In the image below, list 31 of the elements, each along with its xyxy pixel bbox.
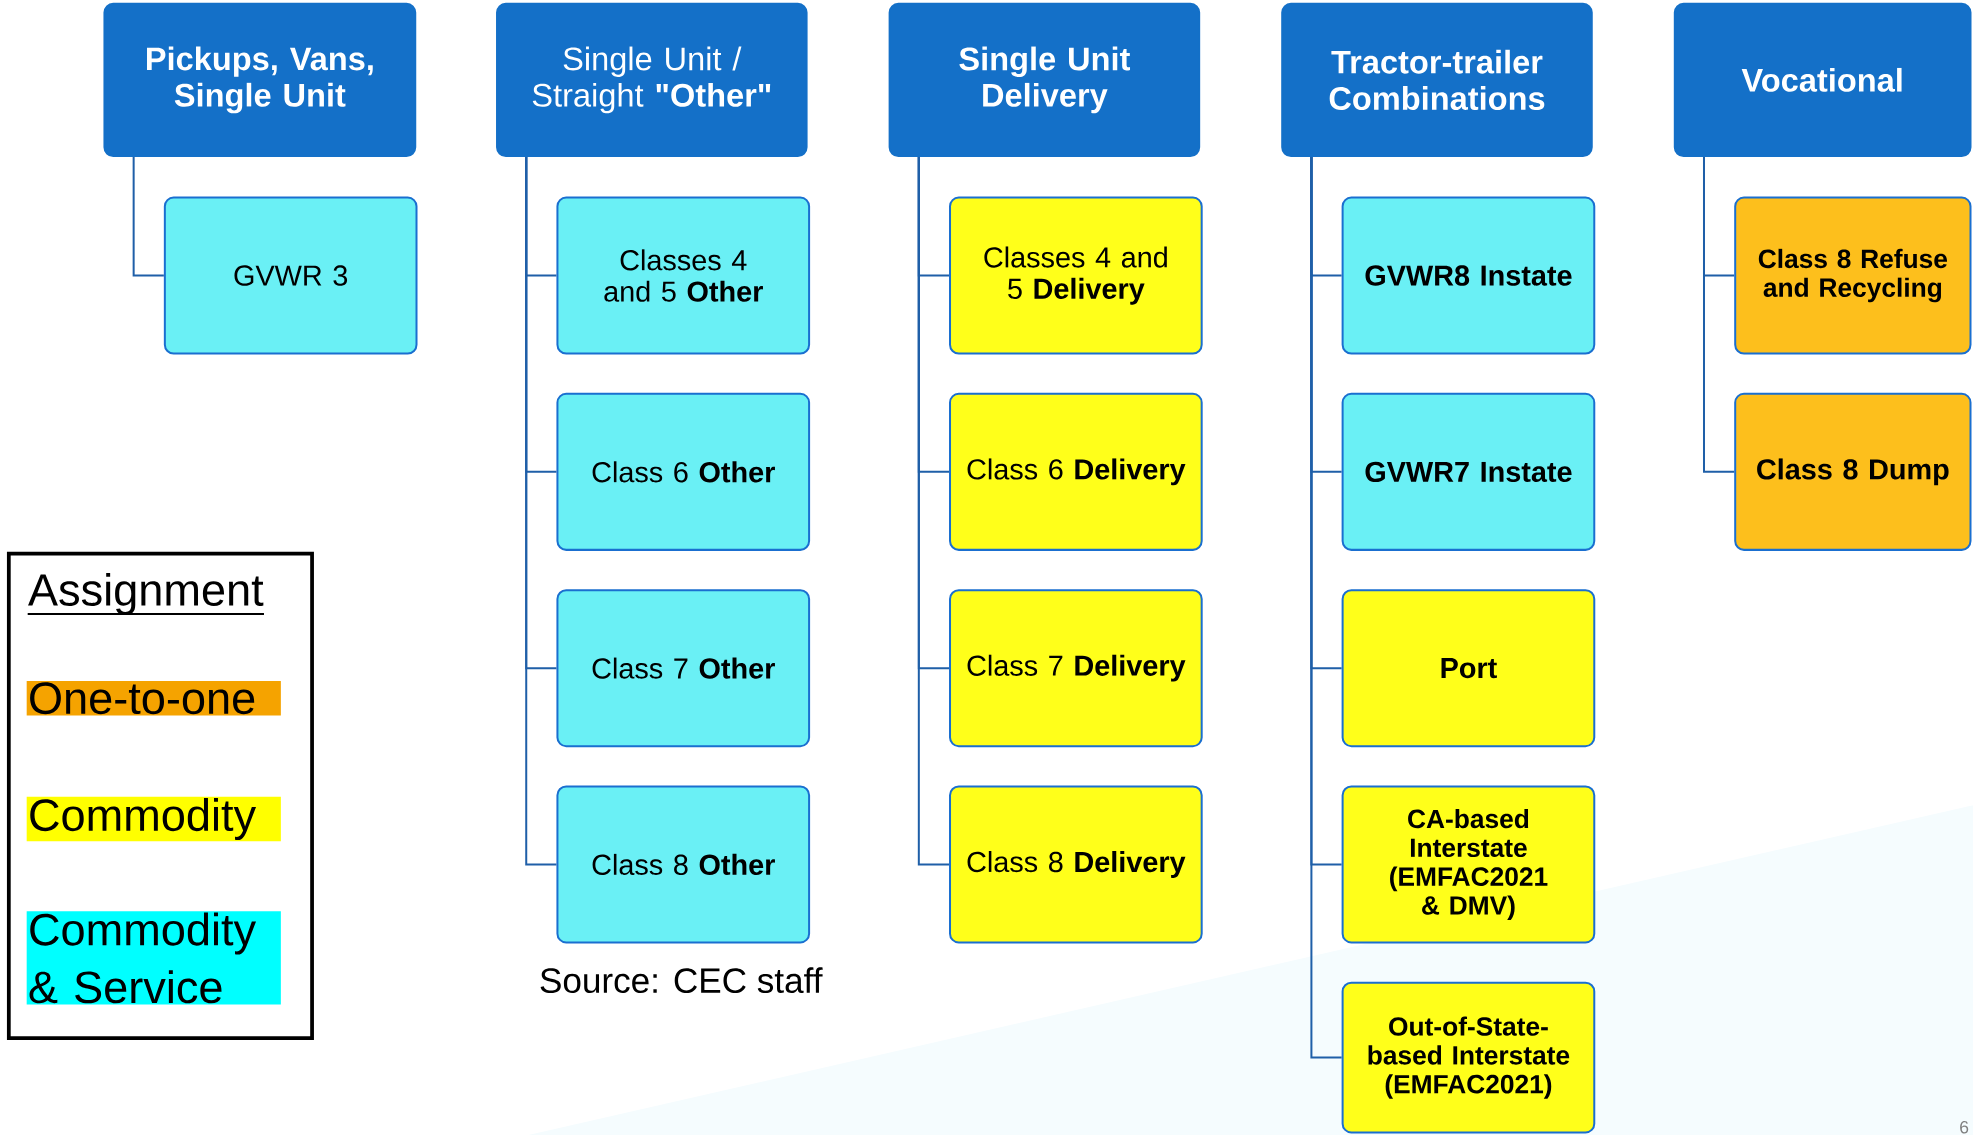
category-box: Class 6 Delivery bbox=[949, 392, 1203, 551]
category-box: Classes 4 and 5 Other bbox=[556, 196, 811, 355]
category-box: GVWR8 Instate bbox=[1341, 196, 1596, 355]
category-box: Class 8 Other bbox=[556, 785, 811, 944]
legend-title: Assignment bbox=[26, 572, 265, 615]
legend-entry: Commodity bbox=[26, 796, 281, 842]
category-box: Class 6 Other bbox=[556, 392, 811, 551]
category-box: Class 7 Other bbox=[556, 589, 811, 748]
connector-line bbox=[917, 157, 949, 866]
category-box: GVWR 3 bbox=[163, 196, 418, 355]
category-box: Class 8 Delivery bbox=[949, 785, 1203, 944]
header-box: Tractor-trailer Combinations bbox=[1281, 2, 1593, 158]
connector-line bbox=[132, 157, 164, 277]
page-number: 6 bbox=[1960, 1121, 1969, 1134]
connector-line bbox=[525, 157, 557, 866]
category-box: Class 8 Refuse and Recycling bbox=[1734, 196, 1972, 355]
header-box: Single Unit / Straight "Other" bbox=[496, 2, 808, 158]
header-box: Vocational bbox=[1673, 2, 1972, 158]
category-box: Port bbox=[1341, 589, 1596, 748]
category-box: Class 8 Dump bbox=[1734, 392, 1972, 551]
category-box: Classes 4 and 5 Delivery bbox=[949, 196, 1203, 355]
category-box: Out-of-State-based Interstate (EMFAC2021) bbox=[1341, 981, 1596, 1134]
header-box: Single Unit Delivery bbox=[888, 2, 1201, 158]
connector-line bbox=[1310, 157, 1342, 1059]
legend-entry: One-to-one bbox=[26, 681, 281, 716]
legend-entry: Commodity & Service bbox=[26, 911, 281, 1005]
category-box: Class 7 Delivery bbox=[949, 589, 1203, 748]
category-box: CA-based Interstate (EMFAC2021 & DMV) bbox=[1341, 785, 1596, 944]
connector-line bbox=[1703, 157, 1735, 473]
header-box: Pickups, Vans, Single Unit bbox=[103, 2, 417, 158]
category-box: GVWR7 Instate bbox=[1341, 392, 1596, 551]
